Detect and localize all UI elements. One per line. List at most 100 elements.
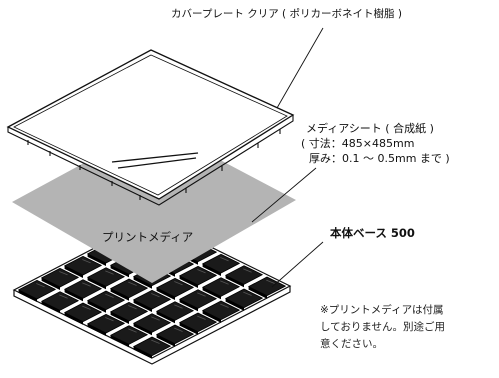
base-tile-highlight (105, 270, 114, 275)
base-tile-highlight (243, 291, 252, 296)
base-tile-highlight (151, 293, 160, 298)
base-tile-side (225, 275, 244, 288)
base-tile (156, 301, 194, 321)
base-tile (156, 277, 194, 298)
base-tile-highlight (197, 269, 206, 274)
base-tile-side (87, 300, 106, 313)
base-tile (133, 313, 171, 333)
print-media-label: プリントメディア (102, 230, 194, 244)
base-tile-highlight (197, 292, 206, 297)
base-tile-highlight (82, 305, 91, 310)
base-tile-side (87, 253, 106, 266)
base-tile (179, 265, 217, 286)
base-tile (41, 291, 79, 311)
base-tile (202, 277, 240, 297)
base-tile-side (133, 323, 152, 336)
base-tile-side (179, 322, 198, 335)
base-tile-side (156, 287, 175, 300)
base-tile-highlight (105, 317, 114, 322)
note-line-1: ※プリントメディアは付属 (320, 304, 444, 316)
base-frame-side (13, 286, 291, 365)
base-tile (110, 301, 148, 322)
base-tile (64, 302, 102, 323)
base-tile (64, 279, 102, 299)
base-tile (18, 279, 56, 300)
base-tile-highlight (151, 316, 160, 321)
base-tile-side (64, 289, 83, 302)
base-tile-side (64, 265, 83, 278)
base-tile-side (133, 299, 152, 312)
base-tile (87, 290, 125, 311)
base-tile-side (179, 275, 198, 288)
base-tile-highlight (59, 271, 68, 276)
base-tile-highlight (36, 283, 45, 288)
base-tile-highlight (128, 305, 137, 310)
base-tile-highlight (174, 304, 183, 309)
base-tile-highlight (82, 282, 91, 287)
base-tile (87, 313, 125, 334)
media-sheet (12, 125, 296, 283)
base-tile-side (202, 263, 221, 276)
base-tile (41, 267, 79, 288)
base-tile-side (18, 289, 37, 302)
note-line-3: 意ください。 (320, 338, 383, 350)
base-tile-highlight (151, 339, 160, 344)
base-tile-highlight (243, 268, 252, 273)
base-tile-side (110, 288, 129, 301)
base-tile-side (110, 311, 129, 324)
base-label: 本体ベース 500 (330, 226, 415, 240)
base-tile-side (133, 276, 152, 289)
base-tile (202, 253, 240, 274)
base-tile-highlight (128, 281, 137, 286)
base-tile-highlight (128, 328, 137, 333)
base-tile-highlight (266, 279, 275, 284)
leader-lines (251, 27, 324, 288)
base-tile-side (156, 311, 175, 324)
base-tile (179, 312, 217, 333)
base-tile (202, 300, 240, 321)
base-tile-side (225, 298, 244, 311)
base-tile (64, 255, 102, 276)
cover-plate (6, 49, 295, 206)
base-tile-side (110, 335, 129, 348)
note-text: ※プリントメディアは付属 しておりません。別途ご用 意ください。 (320, 302, 498, 353)
base-tile-highlight (59, 294, 68, 299)
base-tile-highlight (220, 257, 229, 262)
base-tile-side (248, 286, 267, 299)
cover-plate-label: カバープレート クリア ( ポリカーボネイト樹脂 ) (171, 8, 402, 20)
base-tile (110, 325, 148, 345)
base-tile-highlight (82, 259, 91, 264)
base-tile-side (110, 265, 129, 278)
base-tile-side (41, 277, 60, 290)
base-tile (179, 289, 217, 309)
base-tile (133, 289, 171, 310)
base-tile (110, 278, 148, 299)
base-tile-side (156, 334, 175, 347)
note-line-2: しておりません。別途ご用 (320, 321, 446, 333)
media-sheet-label: メディアシート ( 合成紙 ) (306, 122, 434, 135)
base-tile-highlight (197, 315, 206, 320)
base-tile-side (41, 301, 60, 314)
base-tile-highlight (105, 293, 114, 298)
base-tile-side (202, 287, 221, 300)
base-tile-highlight (220, 280, 229, 285)
base-tile-side (202, 310, 221, 323)
base-tile (156, 324, 194, 345)
base-tile-side (179, 299, 198, 312)
base-tile (133, 336, 171, 357)
base-tile (225, 288, 263, 309)
base-tile (225, 265, 263, 285)
base-tile-side (133, 346, 152, 359)
base-tile-highlight (174, 281, 183, 286)
base-tile-side (64, 312, 83, 325)
media-sheet-thickness-label: 厚み：0.1 ～ 0.5mm まで ) (309, 152, 450, 165)
base-tile (87, 267, 125, 287)
base-tile-side (87, 277, 106, 290)
base-tile-side (87, 323, 106, 336)
base-tile (248, 276, 286, 297)
base-tile-highlight (174, 327, 183, 332)
media-sheet-size-label: ( 寸法：485×485mm (301, 137, 415, 150)
base-tile-highlight (220, 303, 229, 308)
